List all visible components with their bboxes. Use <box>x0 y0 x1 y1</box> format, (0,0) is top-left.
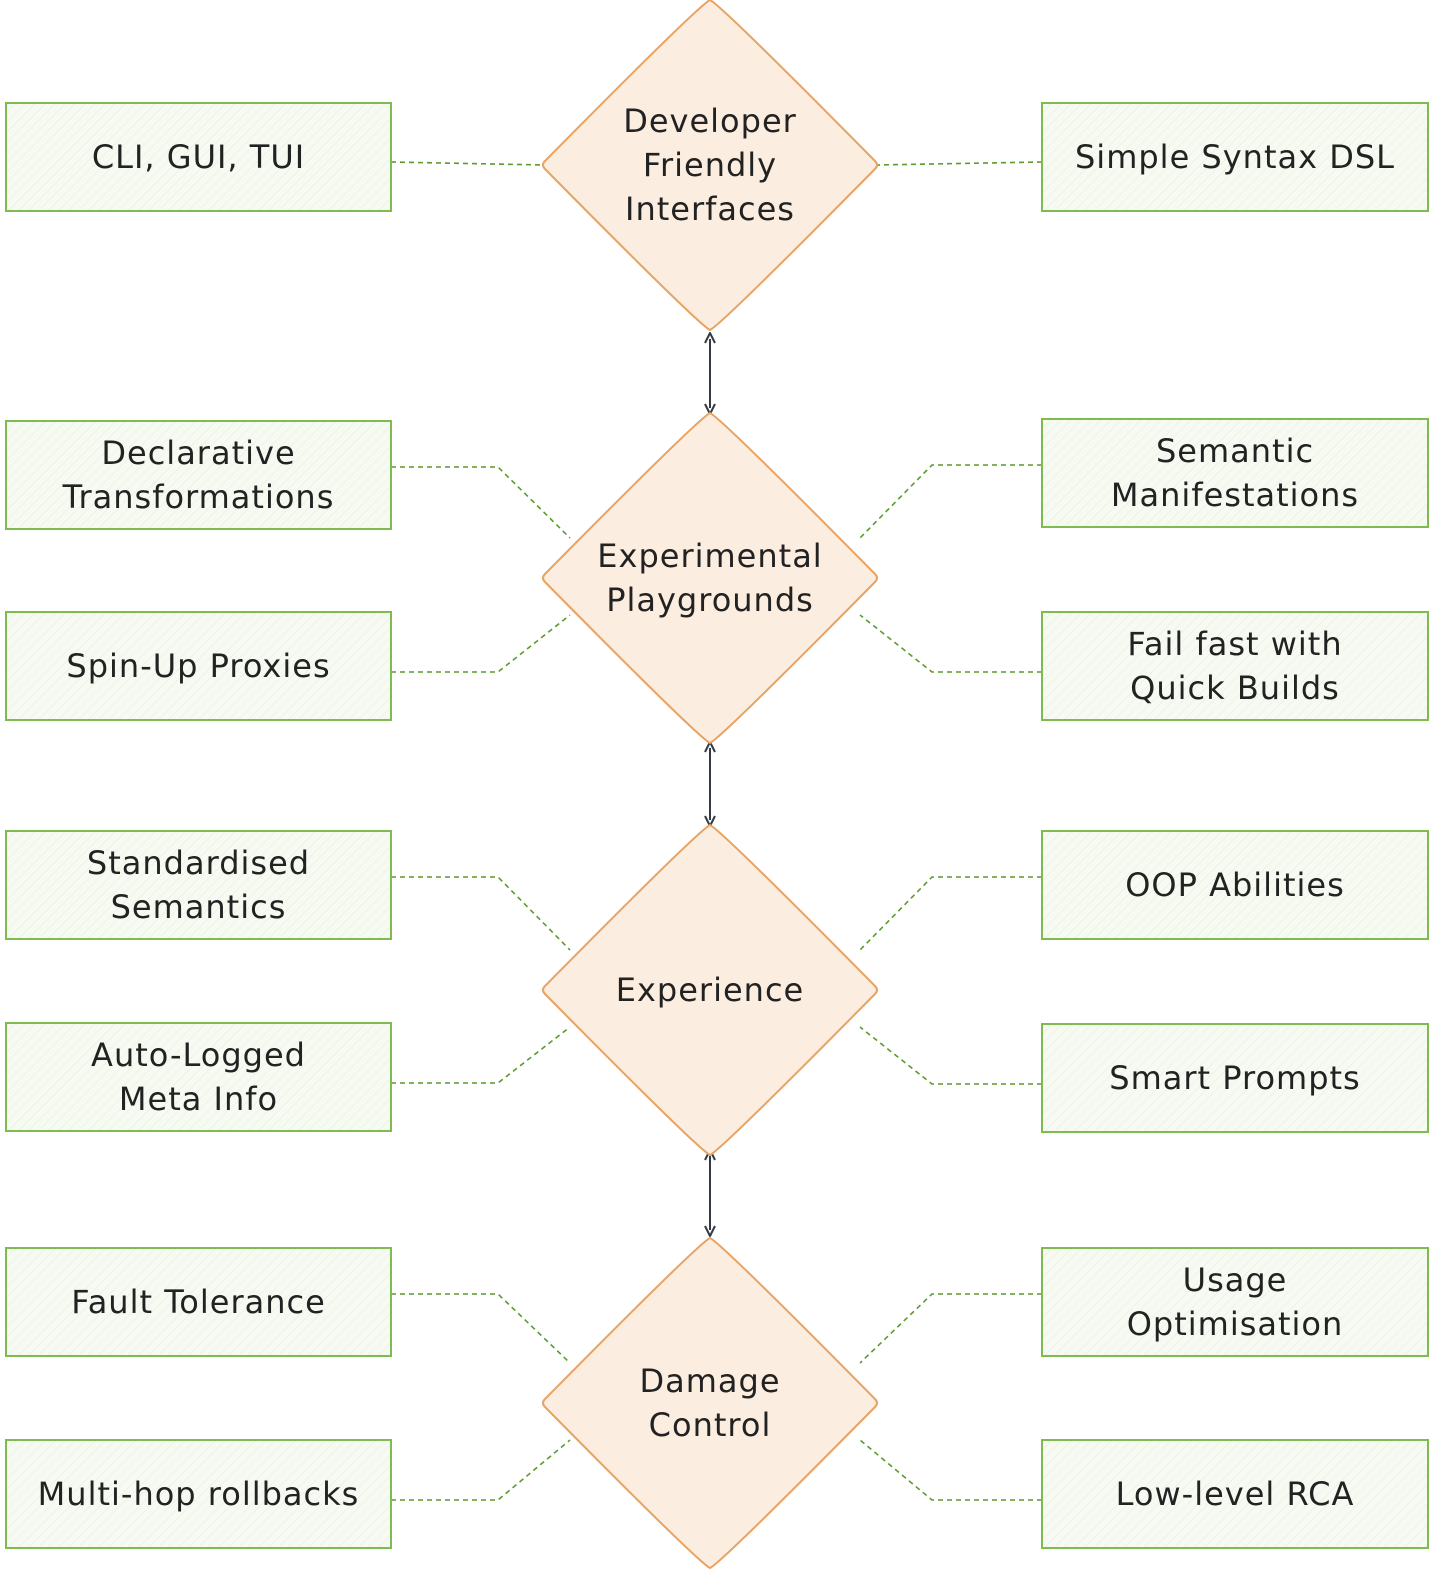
connector-fault-tolerance <box>391 1293 571 1364</box>
connector-fail-fast-with-quick-builds <box>859 614 1042 673</box>
hub-label-line: Friendly <box>643 146 777 184</box>
hub-label-line: Experimental <box>597 537 822 575</box>
feature-box-spin-up-proxies: Spin-Up Proxies <box>5 611 392 721</box>
connector-smart-prompts <box>859 1026 1042 1085</box>
feature-box-smart-prompts: Smart Prompts <box>1041 1023 1429 1133</box>
feature-box-label: Fail fast with <box>1127 625 1342 663</box>
connector-semantic-manifestations <box>859 464 1042 539</box>
feature-box-label: Meta Info <box>119 1080 278 1118</box>
hub-label-line: Control <box>649 1406 772 1444</box>
feature-box-label: Semantic <box>1156 432 1314 470</box>
feature-box-label: Transformations <box>62 478 335 516</box>
hubs-layer: DeveloperFriendlyInterfacesExperimentalP… <box>542 0 878 1570</box>
hub-diamond <box>542 1236 878 1570</box>
feature-box-oop-abilities: OOP Abilities <box>1041 830 1429 940</box>
feature-box-label: Quick Builds <box>1130 669 1340 707</box>
feature-box-label: Spin-Up Proxies <box>66 647 330 685</box>
feature-box-label: Usage <box>1183 1261 1288 1299</box>
hub-diamond <box>542 0 878 332</box>
feature-box-label: Simple Syntax DSL <box>1075 138 1395 176</box>
connector-oop-abilities <box>859 876 1042 951</box>
feature-box-label: Declarative <box>101 434 295 472</box>
feature-box-simple-syntax-dsl: Simple Syntax DSL <box>1041 102 1429 212</box>
feature-box-cli-gui-tui: CLI, GUI, TUI <box>5 102 392 212</box>
bidirectional-arrow <box>704 1149 716 1237</box>
hub-diamond <box>542 823 878 1157</box>
connector-auto-logged-meta-info <box>391 1026 571 1084</box>
feature-box-label: Multi-hop rollbacks <box>38 1475 360 1513</box>
feature-box-label: Auto-Logged <box>91 1036 306 1074</box>
connectors-layer <box>390 161 1043 1501</box>
feature-box-multi-hop-rollbacks: Multi-hop rollbacks <box>5 1439 392 1549</box>
hub-label-line: Playgrounds <box>606 581 814 619</box>
connector-low-level-rca <box>859 1439 1042 1501</box>
feature-box-label: Manifestations <box>1111 476 1359 514</box>
connector-declarative-transformations <box>391 466 571 539</box>
connector-multi-hop-rollbacks <box>391 1439 571 1501</box>
feature-box-fault-tolerance: Fault Tolerance <box>5 1247 392 1357</box>
hub-label-line: Interfaces <box>625 190 795 228</box>
hub-label-line: Experience <box>616 971 804 1009</box>
boxes-layer: CLI, GUI, TUI Simple Syntax DSL Declarativ… <box>5 102 1429 1549</box>
feature-box-label: Optimisation <box>1127 1305 1344 1343</box>
bidirectional-arrow <box>704 741 716 827</box>
feature-box-label: Low-level RCA <box>1116 1475 1355 1513</box>
hub-label-line: Developer <box>623 102 797 140</box>
hub-label-line: Damage <box>639 1362 780 1400</box>
bidirectional-arrow <box>704 332 716 415</box>
feature-box-label: Standardised <box>87 844 310 882</box>
hub-experience: Experience <box>542 823 878 1157</box>
feature-box-label: Semantics <box>111 888 287 926</box>
connector-usage-optimisation <box>859 1293 1042 1364</box>
feature-box-label: CLI, GUI, TUI <box>92 138 305 176</box>
connector-cli-gui-tui <box>390 161 546 166</box>
connector-spin-up-proxies <box>391 614 571 673</box>
feature-box-low-level-rca: Low-level RCA <box>1041 1439 1429 1549</box>
hub-diamond <box>542 411 878 745</box>
connector-standardised-semantics <box>391 876 571 951</box>
feature-box-label: OOP Abilities <box>1125 866 1345 904</box>
feature-box-label: Smart Prompts <box>1109 1059 1360 1097</box>
feature-box-label: Fault Tolerance <box>71 1283 326 1321</box>
connector-simple-syntax-dsl <box>874 161 1043 166</box>
